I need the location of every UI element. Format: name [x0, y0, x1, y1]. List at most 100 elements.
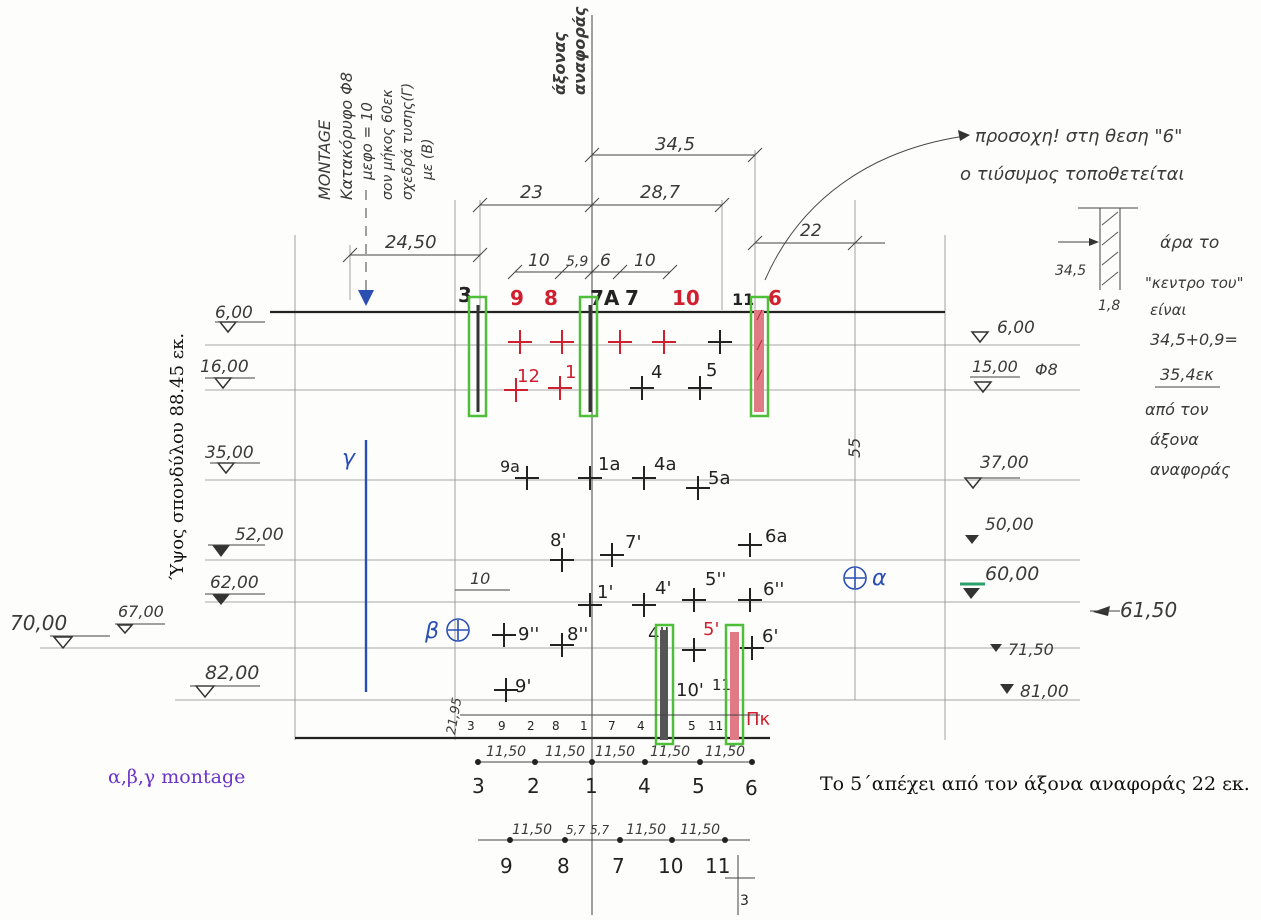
svg-text:άρα το: άρα το	[1160, 233, 1219, 253]
montage-note: MONTAGE Κατακόρυφο Φ8 μεφο = 10 σον μήκο…	[315, 72, 436, 200]
svg-text:μεφο = 10: μεφο = 10	[358, 102, 376, 181]
svg-text:10: 10	[672, 286, 700, 310]
svg-text:2: 2	[527, 774, 540, 798]
svg-text:1: 1	[580, 719, 588, 733]
svg-text:15,00: 15,00	[972, 357, 1018, 376]
svg-text:α: α	[872, 566, 887, 591]
svg-text:αναφοράς: αναφοράς	[1150, 460, 1230, 479]
svg-text:6,00: 6,00	[215, 303, 253, 323]
svg-text:8': 8'	[550, 530, 566, 551]
svg-text:10': 10'	[676, 680, 704, 701]
svg-text:7': 7'	[625, 532, 641, 553]
svg-text:6,00: 6,00	[997, 318, 1035, 338]
svg-text:5': 5'	[703, 619, 719, 640]
svg-text:11,50: 11,50	[626, 822, 666, 838]
dim-5-9: 5,9	[566, 254, 588, 270]
svg-text:άξονας: άξονας	[550, 32, 569, 95]
svg-text:"κεντρο του": "κεντρο του"	[1145, 274, 1244, 292]
attention-arrow	[764, 135, 966, 281]
top-row-labels: 3 9 8 7A 7 10 11 6	[458, 283, 782, 310]
svg-text:8: 8	[544, 286, 558, 310]
svg-text:34,5+0,9=: 34,5+0,9=	[1150, 330, 1238, 349]
svg-text:1,8: 1,8	[1098, 298, 1120, 314]
svg-text:82,00: 82,00	[205, 662, 259, 684]
svg-text:αναφοράς: αναφοράς	[570, 6, 589, 95]
svg-text:50,00: 50,00	[985, 515, 1034, 535]
highlight-boxes	[467, 295, 770, 746]
svg-text:11: 11	[732, 290, 754, 309]
svg-text:4: 4	[637, 719, 645, 733]
svg-text:34,5: 34,5	[1055, 263, 1086, 279]
dim-21-95: 21,95	[444, 696, 465, 735]
svg-text:11: 11	[708, 719, 723, 733]
svg-text:4: 4	[638, 774, 651, 798]
bottom-cells: 3 9 2 8 1 7 4 5 11	[460, 714, 760, 733]
svg-text:11,50: 11,50	[595, 744, 635, 760]
svg-text:35,4εκ: 35,4εκ	[1160, 365, 1214, 384]
svg-text:7: 7	[608, 719, 616, 733]
svg-text:4a: 4a	[654, 454, 676, 475]
bottom-row-2: 9 8 7 10 11	[500, 854, 730, 878]
dim-10b: 10	[634, 251, 656, 271]
svg-text:5a: 5a	[708, 468, 730, 489]
svg-text:2: 2	[527, 719, 535, 733]
vertical-caption: Ύψος σπονδύλου 88.45 εκ.	[167, 333, 188, 580]
caption-right: Το 5΄απέχει από τον άξονα αναφοράς 22 εκ…	[820, 773, 1250, 795]
bottom-dim-chain-1: 11,50 11,50 11,50 11,50 11,50	[475, 744, 755, 765]
attention-arrow-head	[958, 130, 970, 141]
point-labels: 12 1 4 5 9a 1a 4a 5a 8' 7' 6a 1' 4' 5'' …	[500, 360, 787, 730]
svg-text:70,00: 70,00	[10, 611, 67, 635]
svg-text:9: 9	[510, 286, 524, 310]
svg-text:67,00: 67,00	[118, 602, 164, 621]
svg-text:9: 9	[500, 854, 513, 878]
dim-6: 6	[600, 251, 611, 271]
svg-text:5'': 5''	[705, 569, 726, 590]
svg-text:81,00: 81,00	[1020, 682, 1069, 702]
svg-text:11': 11'	[712, 676, 735, 694]
svg-text:5: 5	[706, 360, 717, 381]
svg-text:1a: 1a	[598, 454, 620, 475]
svg-text:Κατακόρυφο Φ8: Κατακόρυφο Φ8	[337, 72, 356, 200]
svg-text:6'': 6''	[763, 579, 784, 600]
svg-text:5,7: 5,7	[566, 823, 585, 837]
svg-text:είναι: είναι	[1150, 301, 1187, 319]
svg-text:1: 1	[585, 774, 598, 798]
svg-text:71,50: 71,50	[1008, 640, 1054, 659]
top-dimensions: 34,5 23 28,7 22 24,50 10 5,9 6 10	[342, 134, 885, 280]
left-level-markers: 6,00 16,00 35,00 52,00 62,00 67,00 70,00…	[10, 303, 284, 699]
dim-28-7: 28,7	[640, 182, 681, 203]
center-note: άρα το "κεντρο του" είναι 34,5+0,9= 35,4…	[1145, 233, 1244, 479]
svg-text:8: 8	[557, 854, 570, 878]
svg-text:7: 7	[612, 854, 625, 878]
svg-text:61,50: 61,50	[1120, 598, 1177, 622]
svg-text:52,00: 52,00	[235, 525, 284, 545]
svg-text:11,50: 11,50	[705, 744, 745, 760]
svg-text:11,50: 11,50	[486, 744, 526, 760]
dim-10-left: 10	[455, 569, 510, 591]
dim-10a: 10	[528, 251, 550, 271]
attention-note-2: ο τιύσυμος τοποθετείται	[960, 164, 1185, 185]
dim-24-50: 24,50	[385, 232, 437, 253]
svg-text:10: 10	[658, 854, 683, 878]
svg-text:9a: 9a	[500, 457, 520, 476]
svg-text:MONTAGE: MONTAGE	[315, 119, 334, 200]
svg-text:6: 6	[745, 776, 758, 800]
svg-text:11,50: 11,50	[680, 822, 720, 838]
svg-text:5: 5	[692, 774, 705, 798]
bottom-three: 3	[740, 893, 749, 909]
svg-text:6a: 6a	[765, 526, 787, 547]
svg-text:9: 9	[498, 719, 506, 733]
svg-text:62,00: 62,00	[210, 573, 259, 593]
svg-text:από τον: από τον	[1145, 400, 1208, 419]
svg-text:8: 8	[552, 719, 560, 733]
svg-text:60,00: 60,00	[985, 563, 1039, 585]
svg-text:37,00: 37,00	[980, 453, 1029, 473]
right-level-markers: 6,00 15,00 Φ8 37,00 50,00 60,00 61,50 71…	[960, 318, 1177, 702]
svg-text:8'': 8''	[567, 624, 588, 645]
guide-lines	[40, 150, 1080, 740]
svg-text:Φ8: Φ8	[1035, 360, 1058, 379]
svg-text:6: 6	[768, 286, 782, 310]
svg-text:4: 4	[651, 362, 662, 383]
bottom-row-1: 3 2 1 4 5 6	[472, 774, 758, 800]
